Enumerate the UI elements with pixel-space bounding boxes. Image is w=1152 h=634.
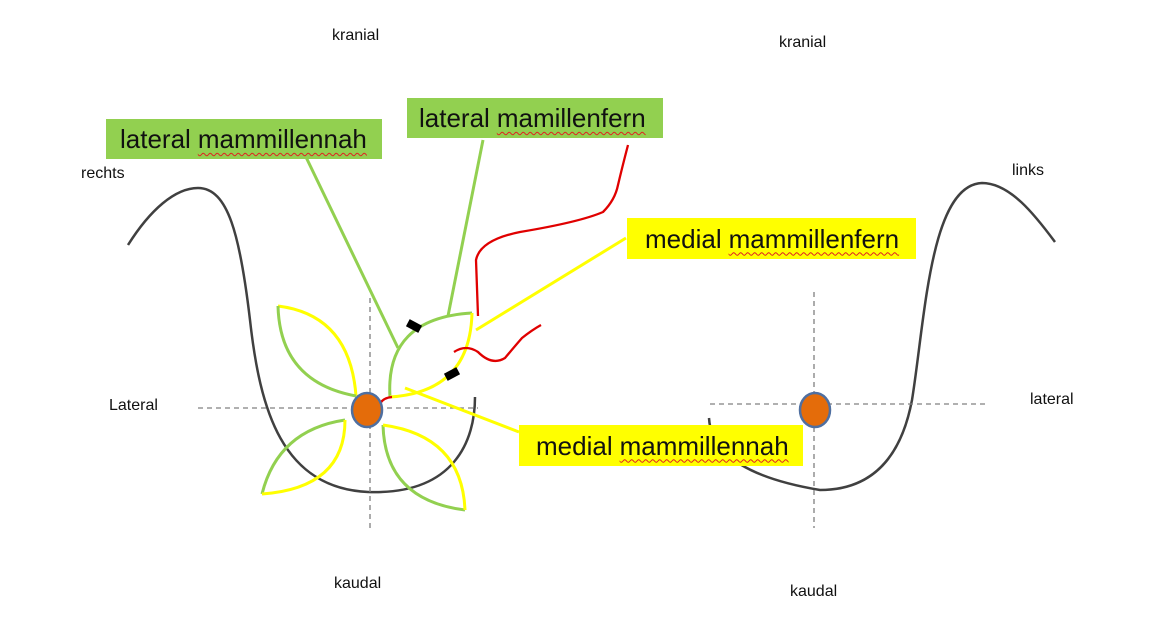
right-nipple bbox=[798, 391, 832, 429]
left-cranial-label: kranial bbox=[332, 27, 380, 44]
callout-medial-far-word2: mammillenfern bbox=[728, 223, 900, 254]
rechts-label: rechts bbox=[81, 165, 125, 182]
links-label: links bbox=[1012, 162, 1045, 179]
incision-marker-lower bbox=[443, 367, 461, 381]
left-breast-outline bbox=[126, 186, 477, 494]
left-caudal-label: kaudal bbox=[334, 575, 382, 592]
vessel-lower bbox=[453, 323, 542, 363]
incision-marker-upper bbox=[405, 319, 423, 333]
right-breast-outline bbox=[707, 181, 1057, 492]
leader-medial-far bbox=[475, 236, 627, 332]
callout-lateral-near-word2: mammillennah bbox=[197, 124, 367, 154]
left-lateral-label: Lateral bbox=[109, 397, 158, 414]
leader-lateral-near bbox=[303, 154, 400, 349]
petal-upper-right bbox=[388, 311, 474, 399]
right-cranial-label: kranial bbox=[779, 34, 827, 51]
left-nipple bbox=[350, 391, 384, 429]
petal-lower-left bbox=[260, 418, 347, 496]
callout-medial-near-word1: medial bbox=[536, 430, 613, 461]
callout-lateral-near-word1: lateral bbox=[120, 124, 191, 154]
leader-medial-near bbox=[404, 386, 520, 434]
callout-lateral-far-word2: mamillenfern bbox=[496, 103, 646, 133]
petal-upper-left bbox=[276, 304, 358, 398]
right-caudal-label: kaudal bbox=[790, 583, 838, 600]
leader-lateral-far bbox=[446, 139, 485, 317]
callout-lateral-far-word1: lateral bbox=[419, 103, 490, 133]
right-lateral-label: lateral bbox=[1030, 391, 1074, 408]
vessel-upper bbox=[474, 144, 630, 317]
callout-medial-far-word1: medial bbox=[645, 223, 722, 254]
callout-medial-near-word2: mammillennah bbox=[619, 430, 789, 461]
petal-lower-right bbox=[381, 423, 467, 512]
